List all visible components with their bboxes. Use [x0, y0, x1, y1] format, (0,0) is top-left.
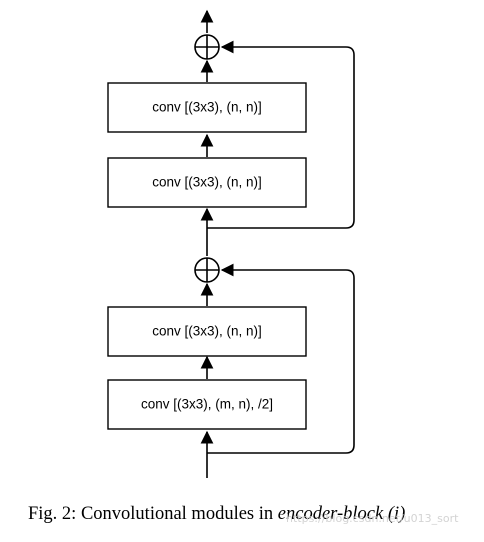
conv-box-4: conv [(3x3), (n, n)] — [107, 82, 307, 133]
conv-box-4-label: conv [(3x3), (n, n)] — [152, 100, 262, 115]
add-node-bottom — [194, 257, 220, 283]
caption-emphasis: encoder-block (i) — [277, 504, 406, 524]
skip-connection-top — [207, 40, 355, 229]
conv-box-3: conv [(3x3), (n, n)] — [107, 157, 307, 208]
conv-box-3-label: conv [(3x3), (n, n)] — [152, 175, 262, 190]
figure-caption: Fig. 2: Convolutional modules in encoder… — [28, 504, 405, 525]
encoder-block-diagram: conv [(3x3), (n, n)] conv [(3x3), (n, n)… — [107, 9, 355, 478]
conv-box-1-label: conv [(3x3), (m, n), /2] — [141, 397, 273, 412]
conv-box-2-label: conv [(3x3), (n, n)] — [152, 324, 262, 339]
watermark: https://blog.csdn.net/u013_sort — [286, 512, 459, 525]
add-node-top — [194, 34, 220, 60]
conv-box-2: conv [(3x3), (n, n)] — [107, 306, 307, 357]
skip-connection-bottom — [207, 263, 355, 454]
caption-prefix: Fig. 2: Convolutional modules in — [28, 504, 278, 524]
conv-box-1: conv [(3x3), (m, n), /2] — [107, 379, 307, 430]
